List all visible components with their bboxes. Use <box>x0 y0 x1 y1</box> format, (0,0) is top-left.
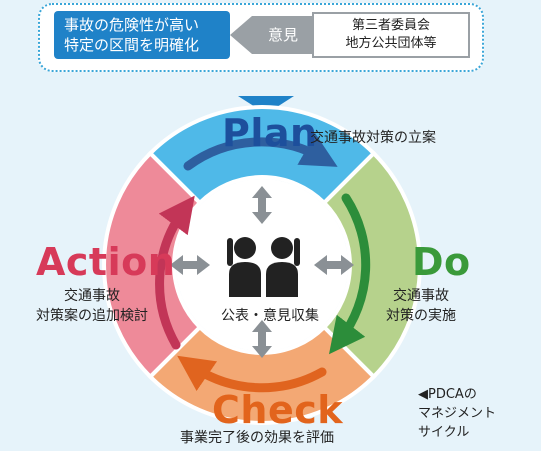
do-description-line-2: 対策の実施 <box>386 308 456 324</box>
risk-line-2: 特定の区間を明確化 <box>64 36 200 54</box>
plan-title: Plan <box>222 111 318 155</box>
risk-section-box: 事故の危険性が高い 特定の区間を明確化 <box>54 11 230 59</box>
action-description-line-2: 対策案の追加検討 <box>36 308 148 324</box>
do-description: 交通事故 対策の実施 <box>386 286 456 326</box>
plan-description: 交通事故対策の立案 <box>310 130 436 146</box>
action-description: 交通事故 対策案の追加検討 <box>36 286 148 326</box>
double-arrow-icon <box>170 255 210 275</box>
pdca-note-line-2: マネジメント <box>418 406 497 421</box>
center-label: 公表・意見収集 <box>221 308 319 324</box>
third-party-line-2: 地方公共団体等 <box>345 36 437 51</box>
third-party-line-1: 第三者委員会 <box>351 18 430 33</box>
double-arrow-icon <box>314 255 354 275</box>
risk-line-1: 事故の危険性が高い <box>64 16 200 34</box>
third-party-box: 第三者委員会 地方公共団体等 <box>312 12 470 58</box>
check-title: Check <box>212 388 344 432</box>
check-segment <box>147 324 377 425</box>
action-title: Action <box>36 240 176 284</box>
action-description-line-1: 交通事故 <box>64 288 120 304</box>
do-description-line-1: 交通事故 <box>393 288 449 304</box>
plan-cycle-arrow <box>183 133 338 171</box>
do-title: Do <box>412 240 471 284</box>
double-arrow-icon <box>252 320 272 358</box>
do-cycle-arrow <box>328 193 371 355</box>
opinion-arrow <box>230 16 320 54</box>
check-description: 事業完了後の効果を評価 <box>180 430 334 446</box>
action-cycle-arrow <box>155 195 195 350</box>
pdca-note-line-1: ◀PDCAの <box>418 387 477 402</box>
pdca-note-line-3: サイクル <box>418 425 470 440</box>
pdca-note: ◀PDCAの マネジメント サイクル <box>418 385 496 442</box>
opinion-label: 意見 <box>268 26 299 44</box>
check-cycle-arrow <box>177 355 327 393</box>
two-people-icon <box>227 237 300 297</box>
plan-segment <box>147 105 377 206</box>
double-arrow-icon <box>252 186 272 224</box>
center-circle <box>176 179 348 351</box>
